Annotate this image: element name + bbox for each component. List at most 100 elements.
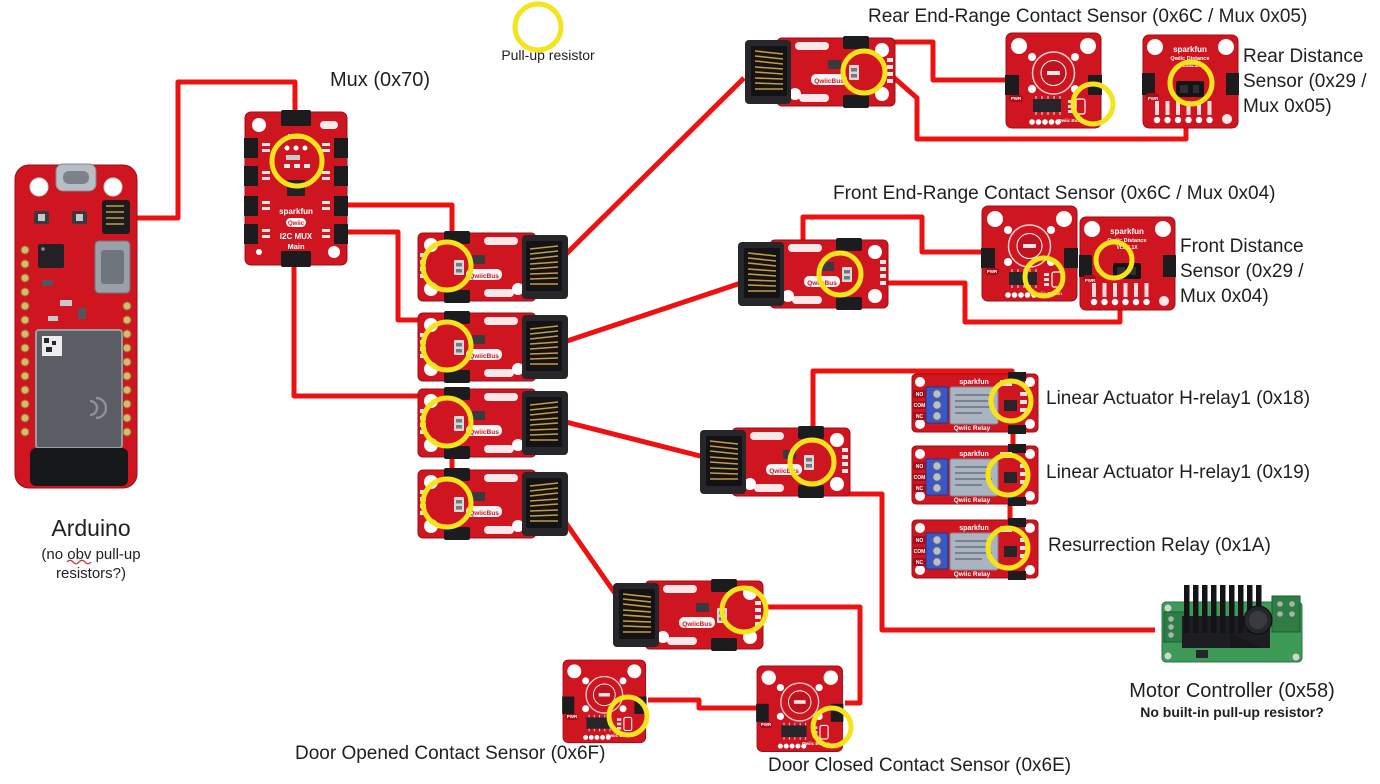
relay2-com-label: COM [914, 475, 926, 481]
relay1-qwiic-relay-label: Qwiic Relay [954, 425, 991, 432]
pullup-highlight-door-opened [606, 694, 650, 738]
rear-contact-pwr-label: PWR [1011, 96, 1022, 101]
relay2-nc-label: NC [916, 486, 924, 492]
pullup-legend-circle [512, 1, 564, 53]
pullup-highlight-front-distance [1093, 239, 1135, 281]
pullup-highlight-relay1 [988, 378, 1034, 424]
pullup-highlight-relay3 [985, 525, 1031, 571]
front-distance-qwiic-distance-label: Qwiic Distance [1107, 238, 1146, 244]
front-contact-pwr-label: PWR [987, 269, 998, 274]
wire-front-endpoint-to-front-distance [886, 280, 1123, 325]
relay3-no-label: NO [916, 538, 924, 544]
motor-title: Motor Controller (0x58) [1129, 680, 1335, 702]
wire-relay-endpoint-to-motor [818, 491, 1155, 633]
relay3-qwiic-relay-label: Qwiic Relay [954, 571, 991, 578]
wire-mux-to-endpoint1 [346, 202, 455, 237]
relay-endpoint-qwiicbus-label: QwiicBus [769, 468, 799, 475]
door-endpoint-qwiicbus-label: QwiicBus [682, 621, 712, 628]
wire-arduino-to-mux [125, 79, 298, 221]
pullup-highlight-front-endpoint [816, 250, 864, 298]
relay2-no-label: NO [916, 464, 924, 470]
pullup-highlight-door-closed [810, 705, 854, 749]
relay1-caption: Linear Actuator H-relay1 (0x18) [1046, 388, 1310, 409]
rear-contact-sensor-board [1004, 32, 1103, 129]
mounting-hole [29, 177, 49, 197]
rear-distance-label-line2: Sensor (0x29 / [1243, 71, 1367, 92]
rear-distance-sparkfun-label: sparkfun [1173, 45, 1207, 54]
pullup-highlight-rear-contact [1070, 81, 1116, 127]
wire-rear-endpoint-to-rear-contact [880, 39, 1008, 83]
front-distance-label-line1: Front Distance [1180, 236, 1304, 257]
motor-terminal-right [1271, 595, 1301, 633]
mux-main-connector-bottom [281, 251, 311, 267]
pullup-highlight-mux [269, 133, 325, 189]
front-distance-sparkfun-label: sparkfun [1110, 227, 1144, 236]
door-opened-pwr-label: PWR [567, 714, 578, 719]
relay3-sparkfun-label: sparkfun [959, 525, 989, 532]
rear-distance-vl53l1x-label: VL53L1X [1179, 63, 1201, 69]
rear-endpoint-qwiicbus-label: QwiicBus [814, 78, 844, 85]
qwiic-connector [102, 200, 130, 234]
captions: Pull-up resistor Mux (0x70) Rear End-Ran… [41, 6, 1367, 776]
arduino-note-line2: resistors?) [56, 565, 126, 582]
pullup-highlight-endpoint1 [420, 239, 474, 293]
endpoint3-qwiicbus-label: QwiicBus [469, 429, 499, 436]
front-endpoint-board [737, 237, 889, 311]
rear-distance-pwr-label: PWR [1148, 96, 1159, 101]
ic-chip [38, 244, 64, 268]
door-closed-qwiic-button-label: Qwiic Button [802, 741, 830, 746]
relay2-caption: Linear Actuator H-relay1 (0x19) [1046, 462, 1310, 483]
mux-sparkfun-label: sparkfun [279, 207, 313, 216]
wire-door-endpoint-to-door-closed [758, 604, 863, 706]
door-opened-caption: Door Opened Contact Sensor (0x6F) [295, 743, 606, 764]
mux-i2cmux-label: I2C MUX [280, 232, 313, 241]
pullup-highlight-door-endpoint [719, 585, 769, 635]
pullup-highlights [269, 1, 1215, 749]
relay1-sparkfun-label: sparkfun [959, 379, 989, 386]
spellcheck-squiggle [66, 559, 92, 565]
endpoint1-qwiicbus-label: QwiicBus [469, 273, 499, 280]
pin-pads [20, 245, 132, 437]
pullup-highlight-front-contact [1022, 255, 1066, 299]
mux-title: Mux (0x70) [330, 69, 430, 91]
relay3-caption: Resurrection Relay (0x1A) [1048, 535, 1271, 556]
wire-endpoint2-to-front-endpoint [557, 279, 745, 347]
rear-contact-qwiic-button-label: Qwiic Button [1058, 118, 1086, 123]
antenna-area [30, 448, 128, 486]
wire-endpoint1-to-rear-endpoint [554, 76, 746, 266]
pullup-highlight-rear-endpoint [840, 48, 888, 96]
pullup-highlight-endpoint4 [420, 476, 474, 530]
wire-front-endpoint-to-front-contact [800, 214, 984, 255]
relay-endpoint-board [699, 425, 851, 499]
pullup-highlight-endpoint2 [420, 319, 474, 373]
arduino-note-line1: (no obv pull-up [41, 546, 140, 563]
wire-mux-to-endpoint2 [346, 229, 420, 323]
arduino-title: Arduino [51, 515, 130, 541]
arduino-board [14, 163, 138, 489]
mux-qwiic-label: Qwiic [288, 221, 305, 227]
mux-port-connectors [244, 138, 348, 244]
wire-endpoint3-to-relay-endpoint [557, 417, 709, 461]
pullup-highlight-relay-endpoint [787, 437, 837, 487]
motor-controller-board [1161, 585, 1303, 663]
pullup-highlight-rear-distance [1167, 59, 1215, 107]
pullup-legend-label: Pull-up resistor [501, 47, 595, 63]
door-opened-sensor-board [561, 659, 648, 744]
relay1-nc-label: NC [916, 414, 924, 420]
wire-mux-to-endpoint3 [291, 266, 420, 399]
mux-main-bottom-label: Main [287, 242, 305, 251]
door-closed-caption: Door Closed Contact Sensor (0x6E) [768, 755, 1071, 776]
front-distance-label-line2: Sensor (0x29 / [1180, 261, 1304, 282]
endpoint4-qwiicbus-label: QwiicBus [469, 510, 499, 517]
motor-note: No built-in pull-up resistor? [1140, 704, 1324, 720]
relay1-no-label: NO [916, 392, 924, 398]
front-distance-pwr-label: PWR [1085, 278, 1096, 283]
relay3-com-label: COM [914, 549, 926, 555]
relay2-qwiic-relay-label: Qwiic Relay [954, 497, 991, 504]
rear-endpoint-board [744, 35, 896, 109]
door-closed-pwr-label: PWR [761, 722, 772, 727]
pullup-highlight-endpoint3 [420, 395, 474, 449]
relay2-sparkfun-label: sparkfun [959, 451, 989, 458]
rear-distance-qwiic-distance-label: Qwiic Distance [1170, 56, 1209, 62]
